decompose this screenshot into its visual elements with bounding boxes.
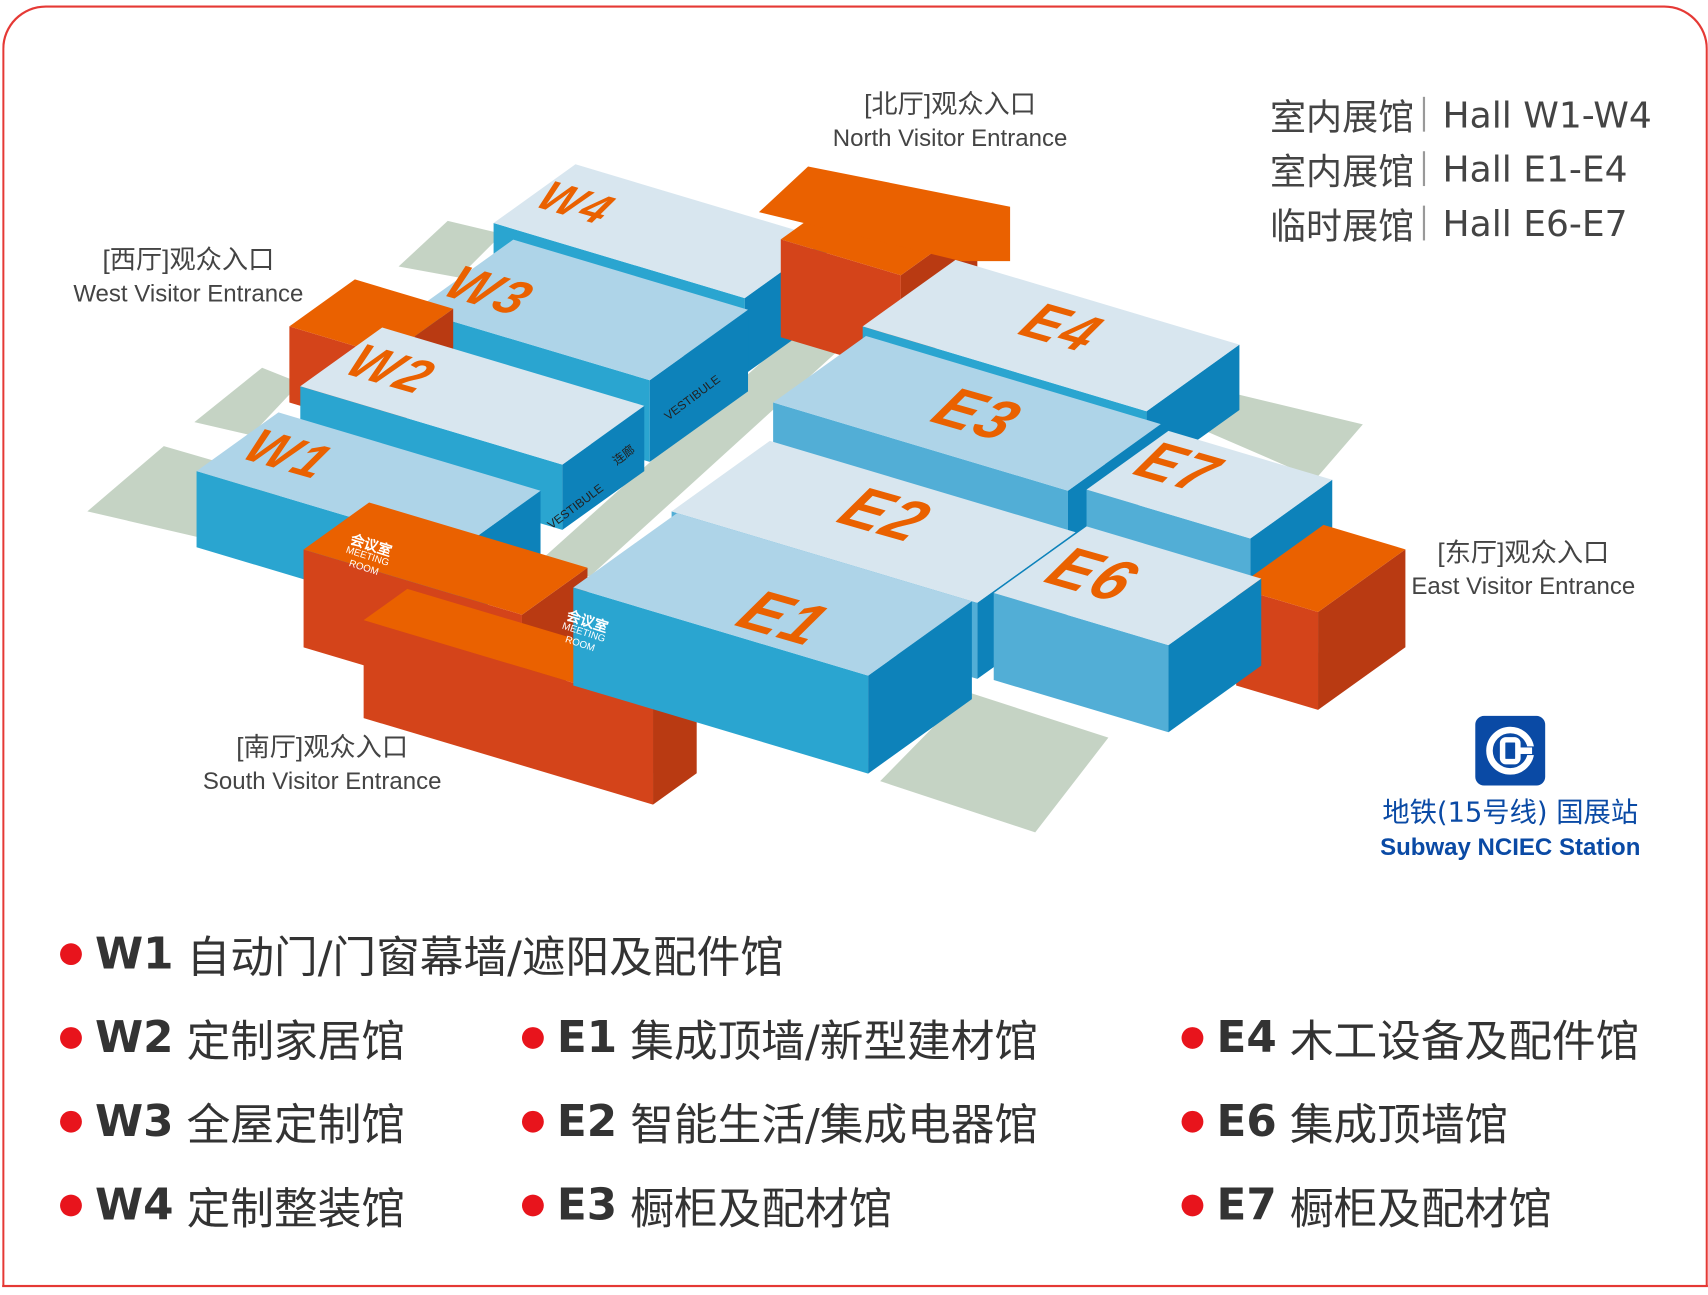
legend-name: 橱柜及配材馆 — [630, 1184, 893, 1235]
legend-name: 木工设备及配件馆 — [1289, 1017, 1640, 1068]
entrance-en: South Visitor Entrance — [202, 767, 442, 795]
hall-type-zh: 室内展馆 — [1269, 150, 1415, 193]
legend-code: E7 — [1216, 1180, 1277, 1231]
legend-code: E6 — [1216, 1096, 1277, 1147]
entrance-en: West Visitor Entrance — [73, 279, 304, 307]
bullet-dot-icon — [60, 943, 82, 966]
plaza-pad — [880, 691, 1109, 833]
hall-type-row: 室内展馆 Hall W1-W4 — [1270, 87, 1652, 141]
hall-w2-side — [562, 405, 645, 530]
legend-name: 集成顶墙馆 — [1289, 1101, 1509, 1152]
hall-type-row: 临时展馆 Hall E6-E7 — [1270, 196, 1652, 250]
bullet-dot-icon — [1181, 1027, 1204, 1049]
vestibule-floor — [540, 335, 841, 577]
hall-type-en: Hall E1-E4 — [1442, 147, 1628, 190]
entrance-en: North Visitor Entrance — [832, 124, 1068, 152]
divider — [1422, 205, 1426, 241]
legend-code: E4 — [1216, 1012, 1277, 1063]
hall-e3-roof — [773, 335, 1161, 491]
bullet-dot-icon — [60, 1110, 82, 1133]
south-entrance-a-roof — [303, 502, 588, 615]
hall-type-zh: 临时展馆 — [1269, 204, 1415, 247]
legend-code: W3 — [95, 1096, 174, 1147]
bullet-dot-icon — [60, 1194, 82, 1217]
hall-type-row: 室内展馆 Hall E1-E4 — [1270, 141, 1652, 195]
beijing-subway-logo-icon — [1475, 715, 1546, 786]
subway-station-info: 地铁(15号线) 国展站 Subway NCIEC Station — [1372, 715, 1649, 864]
hall-w2-roof — [300, 327, 645, 465]
south-entrance-b-front — [363, 620, 654, 805]
bullet-dot-icon — [521, 1027, 544, 1049]
divider — [1422, 96, 1426, 132]
hall-type-en: Hall W1-W4 — [1442, 93, 1652, 136]
hall-e6-roof — [993, 526, 1262, 646]
legend-code: E1 — [556, 1012, 618, 1063]
entrance-zh: [北厅]观众入口 — [864, 90, 1036, 120]
entrance-zh: [西厅]观众入口 — [102, 245, 275, 276]
hall-e6-side — [1168, 578, 1262, 733]
bullet-dot-icon — [1181, 1110, 1204, 1133]
hall-w1-roof — [196, 412, 541, 550]
bullet-dot-icon — [521, 1110, 544, 1133]
frame-border — [2, 5, 1708, 1288]
hall-w3-side — [649, 309, 749, 462]
legend-name: 自动门/门窗幕墙/遮阳及配件馆 — [186, 933, 784, 984]
entrance-zh: [东厅]观众入口 — [1437, 538, 1610, 568]
legend-name: 橱柜及配材馆 — [1289, 1184, 1552, 1235]
entrance-en: East Visitor Entrance — [1411, 572, 1636, 600]
north-entrance-label: [北厅]观众入口 North Visitor Entrance — [797, 89, 1103, 154]
legend-code: W4 — [95, 1180, 174, 1231]
hall-w4-roof — [493, 164, 827, 299]
legend-name: 定制家居馆 — [186, 1017, 406, 1068]
hall-e1-side — [868, 601, 972, 774]
bullet-dot-icon — [521, 1194, 544, 1217]
hall-e4-roof — [862, 259, 1240, 412]
bullet-dot-icon — [1181, 1194, 1204, 1217]
hall-e1-roof — [573, 513, 972, 676]
hall-e1-front — [573, 587, 869, 774]
hall-e6-front — [993, 592, 1169, 733]
divider — [1422, 151, 1426, 187]
legend-code: E3 — [556, 1180, 618, 1231]
plaza-pad — [398, 220, 503, 278]
hall-type-zh: 室内展馆 — [1269, 95, 1415, 139]
bullet-dot-icon — [60, 1027, 82, 1049]
plaza-pad — [194, 367, 301, 436]
frame-border-bottom — [2, 1284, 1708, 1288]
legend-code: E2 — [556, 1096, 618, 1147]
legend-name: 集成顶墙/新型建材馆 — [630, 1017, 1039, 1068]
legend-name: 定制整装馆 — [186, 1184, 406, 1235]
hall-type-en: Hall E6-E7 — [1442, 201, 1628, 245]
legend-code: W2 — [95, 1012, 174, 1063]
hall-e2-roof — [671, 440, 1076, 603]
hall-types-list: 室内展馆 Hall W1-W4 室内展馆 Hall E1-E4 临时展馆 Hall E… — [1270, 87, 1652, 250]
legend-code: W1 — [95, 929, 174, 980]
west-entrance-label: [西厅]观众入口 West Visitor Entrance — [44, 245, 333, 310]
north-entrance-roof — [758, 166, 1011, 262]
legend-name: 全屋定制馆 — [186, 1101, 406, 1152]
entrance-zh: [南厅]观众入口 — [236, 733, 409, 763]
hall-e7-roof — [1086, 430, 1333, 539]
subway-station-en: Subway NCIEC Station — [1380, 833, 1641, 861]
subway-station-zh: 地铁(15号线) 国展站 — [1382, 796, 1639, 828]
legend-name: 智能生活/集成电器馆 — [630, 1101, 1039, 1152]
south-entrance-label: [南厅]观众入口 South Visitor Entrance — [175, 732, 470, 797]
east-entrance-label: [东厅]观众入口 East Visitor Entrance — [1387, 537, 1660, 602]
hall-w3-roof — [414, 239, 749, 381]
east-entrance-side — [1318, 549, 1406, 710]
east-entrance-roof — [1236, 524, 1406, 613]
